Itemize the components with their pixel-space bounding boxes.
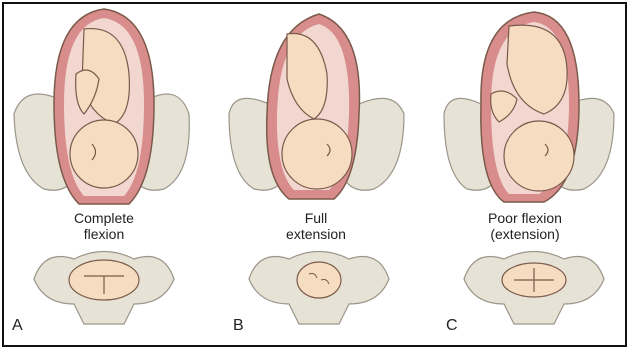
pelvic-inlet-view-illustration — [34, 252, 174, 325]
fetus-in-uterus-illustration — [481, 12, 579, 202]
fetus-in-uterus-illustration — [267, 14, 360, 199]
caption-line: (extension) — [450, 226, 600, 242]
panel-b-illustration — [209, 4, 419, 347]
fetal-attitude-figure: Complete flexion Full extension Poor fle… — [2, 2, 627, 347]
caption-line: Poor flexion — [450, 210, 600, 226]
panel-a-illustration — [4, 4, 209, 347]
caption-panel-b: Full extension — [241, 210, 391, 242]
pelvic-inlet-view-illustration — [464, 252, 604, 325]
panel-letter-a: A — [12, 317, 23, 335]
fetus-in-uterus-illustration — [54, 9, 154, 204]
caption-line: Complete — [29, 210, 179, 226]
caption-line: extension — [241, 226, 391, 242]
panel-letter-c: C — [446, 317, 458, 335]
panel-letter-b: B — [233, 317, 244, 335]
caption-line: Full — [241, 210, 391, 226]
pelvic-inlet-view-illustration — [249, 252, 389, 325]
caption-panel-c: Poor flexion (extension) — [450, 210, 600, 242]
panel-c-illustration — [419, 4, 625, 347]
caption-line: flexion — [29, 226, 179, 242]
caption-panel-a: Complete flexion — [29, 210, 179, 242]
